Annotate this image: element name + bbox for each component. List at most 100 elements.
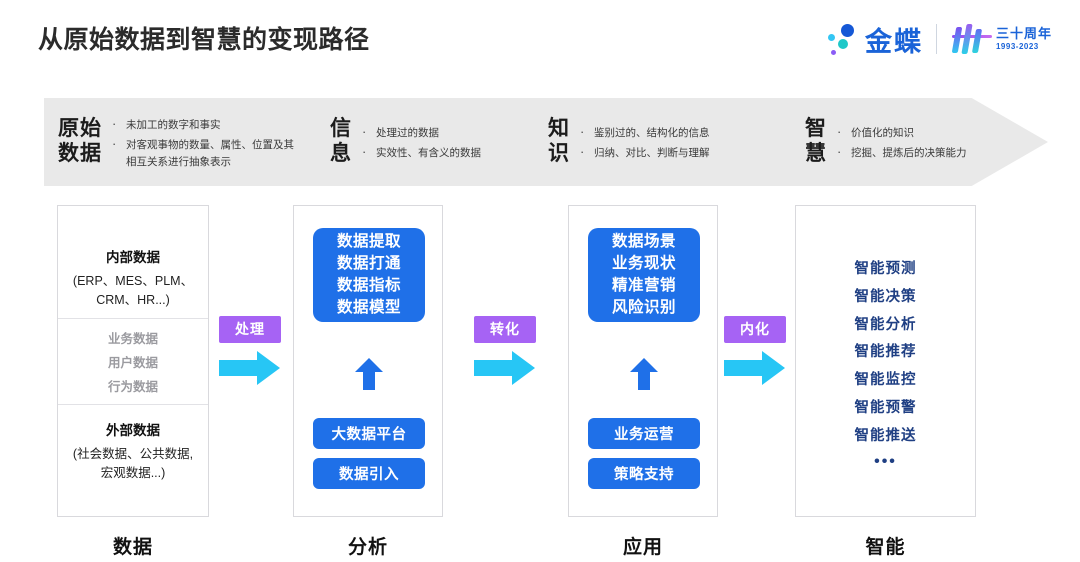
main-capability-line: 精准营销	[611, 277, 676, 294]
column-caption-4: 智能	[865, 537, 906, 558]
main-capability-line: 数据打通	[336, 255, 401, 272]
section-gray-item: 行为数据	[107, 379, 158, 394]
bullet-marker-icon: ·	[112, 116, 117, 132]
banner-stage-name-line: 知	[548, 117, 570, 141]
main-capability-text: 数据提取数据打通数据指标数据模型	[337, 231, 401, 319]
banner-stage-name: 智慧	[805, 117, 827, 167]
main-capability-box[interactable]: 数据场景业务现状精准营销风险识别	[588, 228, 700, 322]
banner-stage-4: 智慧 · 价值化的知识 · 挖掘、提炼后的决策能力	[805, 98, 967, 186]
kingdee-dots-icon	[825, 22, 859, 56]
banner-stage-bullets: ·处理过的数据·实效性、有含义的数据	[362, 122, 481, 162]
page-title: 从原始数据到智慧的变现路径	[38, 26, 370, 54]
connector-label: 转化	[474, 316, 536, 343]
banner-bullet-text: 鉴别过的、结构化的信息	[594, 126, 710, 139]
up-arrow-icon	[354, 358, 384, 390]
dikw-banner-arrow	[44, 98, 1048, 186]
bullet-marker-icon: ·	[362, 144, 367, 159]
smart-capability-list: 智能预测智能决策智能分析智能推荐智能监控智能预警智能推送•••	[796, 256, 975, 471]
main-capability-line: 风险识别	[611, 299, 676, 316]
right-arrow-icon	[474, 351, 536, 385]
banner-bullet-text: 未加工的数字和事实	[126, 119, 221, 132]
capability-pill[interactable]: 策略支持	[588, 458, 700, 489]
right-arrow-icon	[724, 351, 786, 385]
connector-3: 内化	[724, 316, 786, 385]
main-capability-box[interactable]: 数据提取数据打通数据指标数据模型	[313, 228, 425, 322]
banner-bullet-text: 归纳、对比、判断与理解	[594, 147, 710, 159]
smart-capability-item: 智能预测	[854, 261, 917, 277]
main-capability-line: 业务现状	[611, 255, 676, 272]
up-arrow-icon	[629, 358, 659, 390]
smart-capability-item: 智能推荐	[854, 344, 917, 361]
connector-1: 处理	[219, 316, 281, 385]
banner-bullet: · 挖掘、提炼后的决策能力	[837, 142, 967, 162]
main-capability-line: 数据模型	[336, 299, 401, 316]
banner-bullet: · 未加工的数字和事实	[112, 114, 301, 134]
bullet-marker-icon: ·	[837, 144, 842, 159]
anniversary-badge: 三十周年 1993-2023	[950, 22, 1052, 56]
banner-stage-name-line: 慧	[805, 142, 827, 165]
column-caption-2: 分析	[347, 537, 388, 558]
bullet-marker-icon: ·	[362, 123, 367, 139]
banner-bullet-text: 对客观事物的数量、属性、位置及其相互关系进行抽象表示	[126, 139, 294, 168]
connector-label: 内化	[724, 316, 786, 343]
smart-capability-item: 智能监控	[854, 372, 917, 389]
column-1: 内部数据(ERP、MES、PLM、CRM、HR...)业务数据用户数据行为数据外…	[57, 205, 209, 517]
section-subtitle: (社会数据、公共数据, 宏观数据...)	[58, 445, 208, 484]
section-divider	[58, 404, 208, 405]
smart-capability-item: 智能推送	[854, 427, 917, 444]
smart-capability-item: 智能决策	[854, 288, 917, 305]
banner-bullet: · 归纳、对比、判断与理解	[580, 142, 710, 162]
section-title: 内部数据	[106, 250, 160, 265]
banner-stage-name-line: 息	[330, 142, 352, 165]
banner-bullet: · 实效性、有含义的数据	[362, 142, 481, 162]
section-subtitle-line: CRM、HR...)	[96, 293, 170, 308]
banner-bullet: · 价值化的知识	[837, 122, 967, 142]
banner-stage-2: 信息·处理过的数据·实效性、有含义的数据	[330, 98, 481, 186]
brand-name: 金蝶	[864, 26, 923, 57]
capability-pill[interactable]: 业务运营	[588, 418, 700, 449]
brand-logo: 金蝶 三十周年 1993-2023	[825, 18, 1052, 60]
column-section-internal-data: 内部数据 (ERP、MES、PLM、CRM、HR...)	[58, 246, 208, 311]
connector-2: 转化	[474, 316, 536, 385]
bullet-marker-icon: ·	[837, 123, 842, 139]
column-4: 智能预测智能决策智能分析智能推荐智能监控智能预警智能推送•••	[795, 205, 976, 517]
banner-stage-3: 知识 ·鉴别过的、结构化的信息 · 归纳、对比、判断与理解	[548, 98, 710, 186]
column-caption-3: 应用	[622, 537, 663, 558]
banner-bullet-text: 价值化的知识	[851, 126, 914, 139]
banner-bullet: ·鉴别过的、结构化的信息	[580, 122, 710, 142]
anniversary-mark-icon	[950, 22, 992, 56]
right-arrow-icon	[219, 351, 281, 385]
section-gray-list: 业务数据用户数据行为数据	[58, 328, 208, 399]
column-caption-1: 数据	[112, 537, 153, 558]
main-capability-line: 数据提取	[336, 233, 401, 250]
banner-stage-bullets: ·鉴别过的、结构化的信息 · 归纳、对比、判断与理解	[580, 122, 710, 162]
bullet-marker-icon: ·	[112, 136, 117, 152]
section-subtitle-line: 宏观数据...)	[100, 466, 166, 481]
anniversary-years: 1993-2023	[995, 41, 1039, 51]
main-capability-line: 数据场景	[611, 233, 676, 250]
banner-stage-name-line: 智	[805, 117, 827, 141]
banner-stage-name: 信息	[330, 117, 352, 167]
main-capability-text: 数据场景业务现状精准营销风险识别	[612, 231, 676, 319]
banner-stage-1: 原始数据 · 未加工的数字和事实 · 对客观事物的数量、属性、位置及其相互关系进行抽象表…	[58, 98, 301, 186]
banner-bullet-text: 挖掘、提炼后的决策能力	[851, 147, 967, 159]
smart-capability-item: 智能预警	[854, 400, 917, 417]
banner-stage-name: 原始数据	[58, 117, 102, 167]
column-section-external-data: 外部数据(社会数据、公共数据,宏观数据...)	[58, 419, 208, 484]
section-subtitle: (ERP、MES、PLM、CRM、HR...)	[58, 272, 208, 311]
capability-pill[interactable]: 数据引入	[313, 458, 425, 489]
section-gray-item: 业务数据	[107, 332, 158, 346]
banner-stage-name-line: 识	[548, 142, 570, 165]
banner-bullet-text: 实效性、有含义的数据	[376, 147, 481, 159]
banner-stage-name-line: 原始	[58, 117, 102, 141]
column-2: 数据提取数据打通数据指标数据模型大数据平台数据引入	[293, 205, 443, 517]
column-3: 数据场景业务现状精准营销风险识别业务运营策略支持	[568, 205, 718, 517]
smart-more-ellipsis: •••	[874, 452, 897, 470]
main-capability-line: 数据指标	[336, 277, 401, 294]
capability-pill[interactable]: 大数据平台	[313, 418, 425, 449]
bullet-marker-icon: ·	[580, 144, 585, 159]
anniversary-title: 三十周年	[995, 25, 1052, 41]
section-subtitle-line: (社会数据、公共数据,	[72, 447, 194, 461]
banner-stage-name: 知识	[548, 117, 570, 167]
